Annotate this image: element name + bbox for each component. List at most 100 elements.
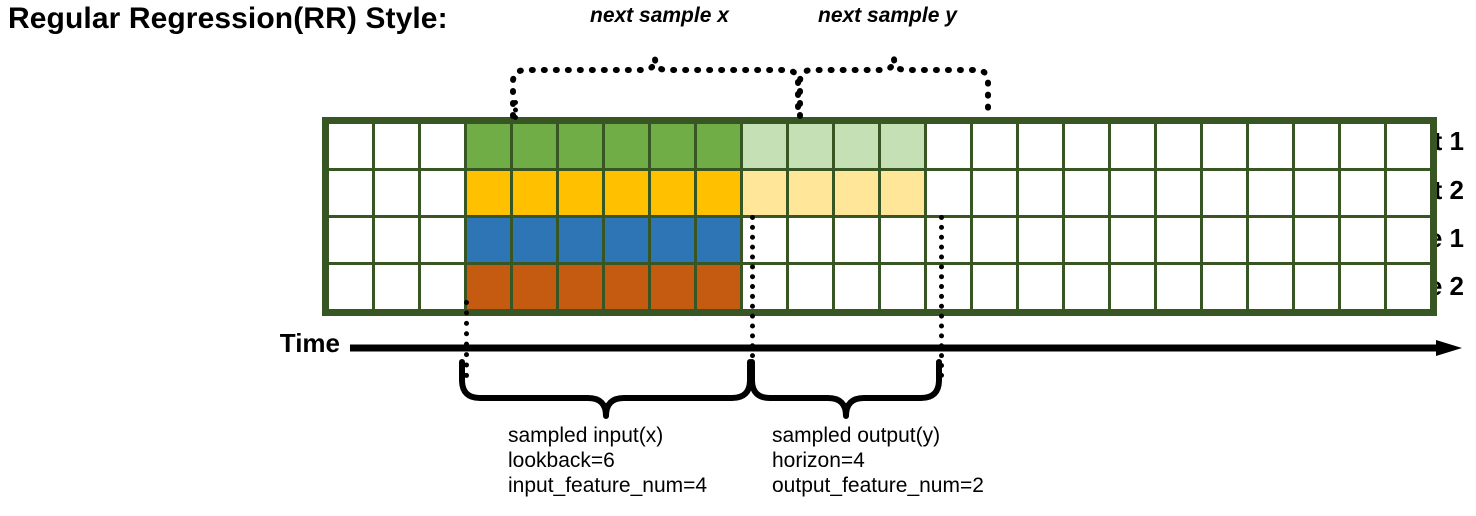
timeline-cell [1384,168,1433,218]
timeline-cell [1200,168,1249,218]
timeline-cell [1200,121,1249,171]
timeline-cell [1384,262,1433,312]
timeline-cell [556,121,605,171]
timeline-cell [924,168,973,218]
timeline-cell [970,262,1019,312]
timeline-cell [740,262,789,312]
time-axis-arrow [350,340,1462,356]
timeline-cell [1016,215,1065,265]
timeline-cell [602,262,651,312]
timeline-cell [970,121,1019,171]
timeline-cell [694,262,743,312]
caption-sampled-input-line-2: lookback=6 [508,449,615,472]
timeline-cell [372,121,421,171]
timeline-cell [1062,215,1111,265]
timeline-cell [786,262,835,312]
timeline-cell [878,121,927,171]
timeline-cell [878,262,927,312]
timeline-cell [1200,215,1249,265]
timeline-cell [1154,215,1203,265]
timeline-cell [1108,121,1157,171]
timeline-grid [322,117,1437,316]
timeline-cell [1108,262,1157,312]
timeline-cell [1246,121,1295,171]
caption-next-sample-y: next sample y [818,4,957,27]
timeline-cell [326,215,375,265]
timeline-cell [464,121,513,171]
timeline-cell [510,215,559,265]
caption-sampled-output-line-3: output_feature_num=2 [772,474,984,497]
timeline-cell [556,215,605,265]
timeline-cell [510,262,559,312]
timeline-cell [1338,121,1387,171]
caption-next-sample-x: next sample x [590,4,729,27]
timeline-cell [418,215,467,265]
timeline-cell [1016,168,1065,218]
timeline-cell [326,168,375,218]
timeline-cell [1108,168,1157,218]
timeline-cell [694,168,743,218]
timeline-cell [464,262,513,312]
page-title: Regular Regression(RR) Style: [8,2,448,35]
timeline-cell [832,262,881,312]
timeline-cell [1246,215,1295,265]
timeline-cell [648,168,697,218]
timeline-cell [372,168,421,218]
timeline-cell [464,215,513,265]
timeline-cell [786,121,835,171]
timeline-cell [372,262,421,312]
timeline-cell [602,121,651,171]
timeline-cell [326,262,375,312]
timeline-cell [740,215,789,265]
timeline-cell [602,168,651,218]
caption-sampled-input-line-3: input_feature_num=4 [508,474,708,497]
timeline-cell [694,121,743,171]
timeline-cell [878,168,927,218]
timeline-cell [326,121,375,171]
timeline-cell [1200,262,1249,312]
timeline-cell [924,215,973,265]
guide-input-end [750,215,755,378]
guide-sample-x-start [513,100,518,120]
timeline-cell [1338,215,1387,265]
caption-sampled-input-line-1: sampled input(x) [508,424,664,447]
timeline-cell [418,168,467,218]
timeline-row-target-2 [326,168,1433,218]
timeline-cell [924,121,973,171]
timeline-cell [1246,262,1295,312]
timeline-cell [694,215,743,265]
timeline-cell [1154,168,1203,218]
timeline-cell [372,215,421,265]
timeline-cell [1384,121,1433,171]
guide-output-end [939,215,944,378]
timeline-cell [1292,168,1341,218]
timeline-cell [648,121,697,171]
timeline-cell [1384,215,1433,265]
timeline-cell [602,215,651,265]
timeline-cell [1292,121,1341,171]
timeline-cell [832,215,881,265]
timeline-cell [648,262,697,312]
timeline-cell [740,168,789,218]
timeline-cell [1338,262,1387,312]
timeline-cell [970,168,1019,218]
timeline-cell [556,262,605,312]
timeline-cell [418,262,467,312]
caption-sampled-output: sampled output(y) horizon=4 output_featu… [772,423,984,498]
caption-sampled-output-line-2: horizon=4 [772,449,865,472]
timeline-cell [970,215,1019,265]
timeline-cell [648,215,697,265]
timeline-cell [1016,121,1065,171]
timeline-cell [1154,262,1203,312]
timeline-cell [1016,262,1065,312]
timeline-cell [556,168,605,218]
timeline-cell [1292,262,1341,312]
timeline-cell [1062,168,1111,218]
timeline-cell [1108,215,1157,265]
timeline-cell [786,168,835,218]
timeline-cell [510,121,559,171]
timeline-row-extra-feature-2 [326,262,1433,312]
time-axis-label: Time [279,328,340,358]
timeline-cell [1338,168,1387,218]
